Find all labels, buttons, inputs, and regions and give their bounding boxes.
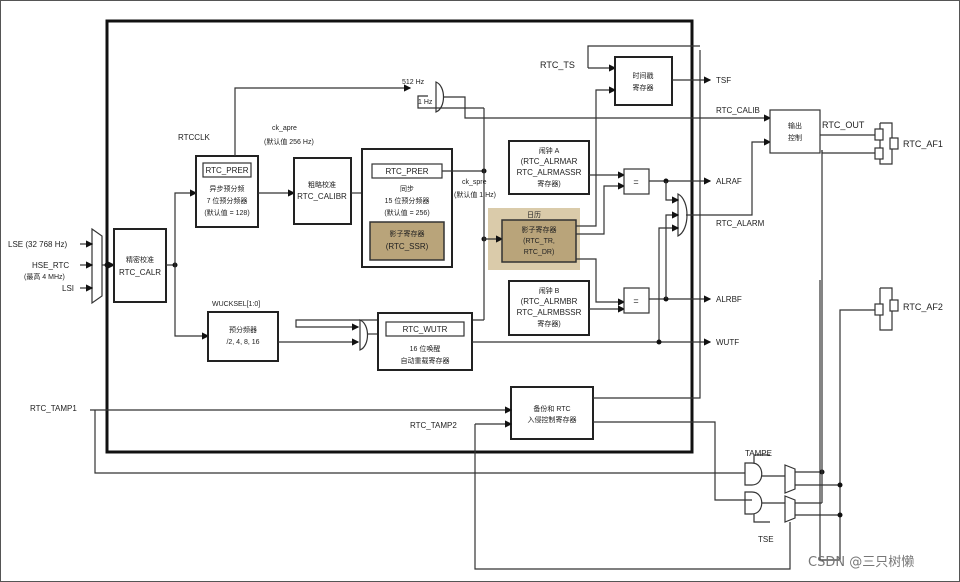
hse-rtc-label: HSE_RTC <box>32 261 69 270</box>
timestamp-input-mux <box>784 495 796 523</box>
rtcclk-label: RTCCLK <box>178 133 211 142</box>
tampe-label: TAMPE <box>745 449 772 458</box>
calib-line2: RTC_CALIBR <box>297 192 347 201</box>
rtc-out-label: RTC_OUT <box>822 120 865 130</box>
tsf-label: TSF <box>716 76 731 85</box>
alrbf-label: ALRBF <box>716 295 742 304</box>
rtc-af1-label: RTC_AF1 <box>903 139 943 149</box>
ck-spre-label: ck_spre <box>462 179 487 186</box>
alarm-a-line2: (RTC_ALRMAR <box>521 157 578 166</box>
af1-pad-b <box>874 147 884 160</box>
output-control-block <box>769 109 821 154</box>
alarm-b-line4: 寄存器) <box>537 319 560 328</box>
af2-pin <box>889 299 899 312</box>
comparator-a <box>623 168 650 195</box>
rtc-boundary <box>105 19 694 454</box>
calib-output-mux <box>435 81 445 113</box>
ssr-shadow-register <box>369 221 445 261</box>
timestamp-register-block <box>614 56 673 106</box>
lse-label: LSE (32 768 Hz) <box>8 240 67 249</box>
tamper-input-mux <box>784 464 796 494</box>
clock-source-mux <box>91 227 103 305</box>
out-ctrl-line1: 输出 <box>788 121 802 130</box>
rtc-tamp1-label: RTC_TAMP1 <box>30 404 77 413</box>
shadow-tr-line2: (RTC_TR, <box>523 238 555 245</box>
sync-prer-line1: 同步 <box>400 185 414 193</box>
rtc-af2-label: RTC_AF2 <box>903 302 943 312</box>
calr-block <box>113 228 167 303</box>
wutf-label: WUTF <box>716 338 739 347</box>
ssr-line1: 影子寄存器 <box>390 229 425 238</box>
wutr-register <box>385 321 465 337</box>
rtc-ts-label: RTC_TS <box>540 60 575 70</box>
watermark: CSDN @三只树懒 <box>808 555 914 570</box>
wakeup-clock-mux <box>359 319 369 351</box>
wut-div-line1: 预分频器 <box>229 325 257 334</box>
ck-apre-label: ck_apre <box>272 125 297 132</box>
hz512-label: 512 Hz <box>402 79 425 86</box>
backup-line1: 备份和 RTC <box>533 404 570 413</box>
hz1-label: 1 Hz <box>418 99 433 106</box>
alraf-label: ALRAF <box>716 177 742 186</box>
alarm-b-line2: (RTC_ALRMBR <box>521 297 578 306</box>
hse-note-label: (最高 4 MHz) <box>24 272 65 281</box>
wutr-line2: 自动重载寄存器 <box>401 356 450 365</box>
ck-apre-default-label: (默认值 256 Hz) <box>264 137 314 146</box>
comparator-b-symbol: = <box>633 296 638 306</box>
backup-line2: 入侵控制寄存器 <box>528 415 577 424</box>
async-prer-reg-label: RTC_PRER <box>206 166 249 175</box>
calr-line1: 精密校准 <box>126 255 154 264</box>
wutr-reg-label: RTC_WUTR <box>403 325 448 334</box>
ck-spre-default-label: (默认值 1 Hz) <box>454 190 496 199</box>
comparator-a-symbol: = <box>633 177 638 187</box>
alarm-a-block <box>508 140 590 195</box>
out-ctrl-line2: 控制 <box>788 133 802 142</box>
alarm-a-line4: 寄存器) <box>537 179 560 188</box>
rtc-af2-pad-group <box>879 287 893 331</box>
calib-line1: 粗略校准 <box>308 180 336 189</box>
timestamp-and-gate <box>744 491 763 515</box>
sync-prer-reg-label: RTC_PRER <box>386 167 429 176</box>
async-prer-register <box>202 162 252 178</box>
af1-pad-a <box>874 128 884 141</box>
lsi-label: LSI <box>62 284 74 293</box>
calendar-shadow-register <box>501 219 577 263</box>
af1-pin <box>889 137 899 150</box>
timestamp-line1: 时间戳 <box>633 71 654 80</box>
calr-line2: RTC_CALR <box>119 268 161 277</box>
alarm-b-line1: 闹钟 B <box>539 286 560 295</box>
shadow-tr-line3: RTC_DR) <box>524 249 555 256</box>
comparator-b <box>623 287 650 314</box>
async-prer-line1: 异步预分频 <box>210 184 245 193</box>
sync-prer-line3: (默认值 = 256) <box>384 208 429 217</box>
timestamp-line2: 寄存器 <box>633 83 654 92</box>
ssr-line2: (RTC_SSR) <box>386 242 429 251</box>
async-prer-line3: (默认值 = 128) <box>204 208 249 217</box>
wucksel-label: WUCKSEL[1:0] <box>212 301 260 308</box>
backup-tamper-register-block <box>510 386 594 440</box>
rtc-calib-label: RTC_CALIB <box>716 106 760 115</box>
tse-label: TSE <box>758 535 774 544</box>
async-prer-line2: 7 位预分频器 <box>207 196 248 205</box>
alarm-a-line3: RTC_ALRMASSR <box>517 168 582 177</box>
alarm-output-mux <box>677 193 688 237</box>
wutr-line1: 16 位唤醒 <box>410 344 441 353</box>
sync-prer-line2: 15 位预分频器 <box>385 196 430 205</box>
shadow-tr-line1: 影子寄存器 <box>522 225 557 234</box>
wakeup-prescaler-block <box>207 311 279 362</box>
alarm-a-line1: 闹钟 A <box>539 146 560 155</box>
rtc-alarm-label: RTC_ALARM <box>716 219 765 228</box>
calendar-title: 日历 <box>527 211 541 219</box>
rtc-tamp2-label: RTC_TAMP2 <box>410 421 457 430</box>
tamper-and-gate <box>744 462 763 486</box>
coarse-calib-block <box>293 157 352 225</box>
af2-pad <box>874 303 884 316</box>
alarm-b-block <box>508 280 590 336</box>
wut-div-line2: /2, 4, 8, 16 <box>226 339 259 346</box>
alarm-b-line3: RTC_ALRMBSSR <box>517 308 582 317</box>
